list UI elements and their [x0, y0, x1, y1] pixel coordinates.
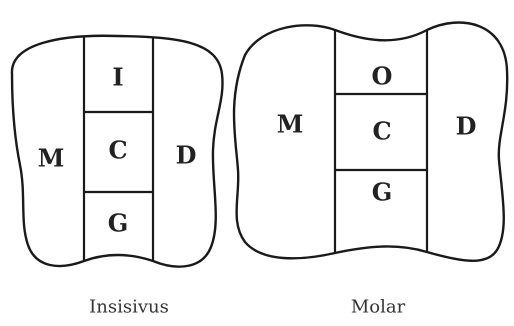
molar-diagram: M O C G D	[234, 23, 507, 261]
incisor-cervical-label: C	[108, 136, 127, 165]
molar-occlusal-label: O	[372, 62, 393, 91]
incisor-diagram: M I C G D	[12, 36, 223, 267]
molar-distal-label: D	[456, 112, 477, 141]
molar-gingival-label: G	[372, 178, 393, 207]
incisor-caption: Insisivus	[89, 297, 169, 318]
molar-outline	[234, 23, 507, 261]
incisor-gingival-label: G	[108, 209, 129, 238]
molar-cervical-label: C	[372, 117, 391, 146]
incisor-incisal-label: I	[112, 63, 123, 92]
incisor-distal-label: D	[176, 141, 197, 170]
molar-caption: Molar	[351, 297, 406, 318]
incisor-mesial-label: M	[38, 144, 65, 173]
molar-mesial-label: M	[277, 110, 304, 139]
